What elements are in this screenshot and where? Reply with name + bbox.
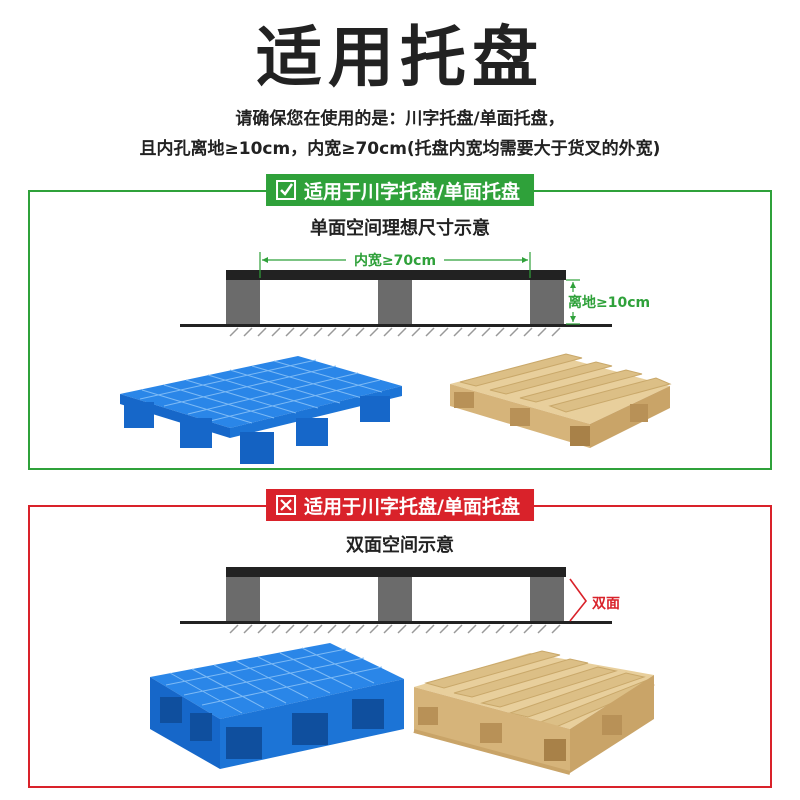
- blue-plastic-pallet-image: [120, 356, 402, 464]
- cross-box-icon: [276, 495, 297, 515]
- page-title: 适用托盘: [256, 19, 544, 96]
- requirement-line-1: 请确保您在使用的是：川字托盘/单面托盘，: [235, 109, 565, 129]
- wooden-double-face-pallet-image: [413, 650, 655, 775]
- double-face-label: 双面: [592, 596, 620, 612]
- unsuitable-panel: 适用于川字托盘/单面托盘 双面空间示意 双面: [28, 489, 772, 788]
- single-face-pallet-diagram: [180, 250, 612, 337]
- unsuitable-badge-label: 适用于川字托盘/单面托盘: [304, 495, 520, 518]
- unsuitable-badge: 适用于川字托盘/单面托盘: [266, 489, 534, 521]
- requirement-line-2: 且内孔离地≥10cm，内宽≥70cm(托盘内宽均需要大于货叉的外宽): [139, 139, 661, 159]
- single-face-diagram-title: 单面空间理想尺寸示意: [310, 218, 490, 239]
- double-face-diagram-title: 双面空间示意: [346, 535, 454, 556]
- blue-double-face-pallet-image: [150, 643, 404, 769]
- suitable-panel: 适用于川字托盘/单面托盘 单面空间理想尺寸示意: [28, 174, 772, 470]
- check-box-icon: [276, 180, 297, 200]
- double-face-pallet-diagram: [180, 567, 612, 634]
- inner-width-label: 内宽≥70cm: [353, 253, 437, 269]
- ground-clearance-label: 离地≥10cm: [566, 292, 653, 312]
- wooden-pallet-image: [450, 353, 672, 448]
- suitable-badge-label: 适用于川字托盘/单面托盘: [304, 180, 520, 203]
- suitable-badge: 适用于川字托盘/单面托盘: [266, 174, 534, 206]
